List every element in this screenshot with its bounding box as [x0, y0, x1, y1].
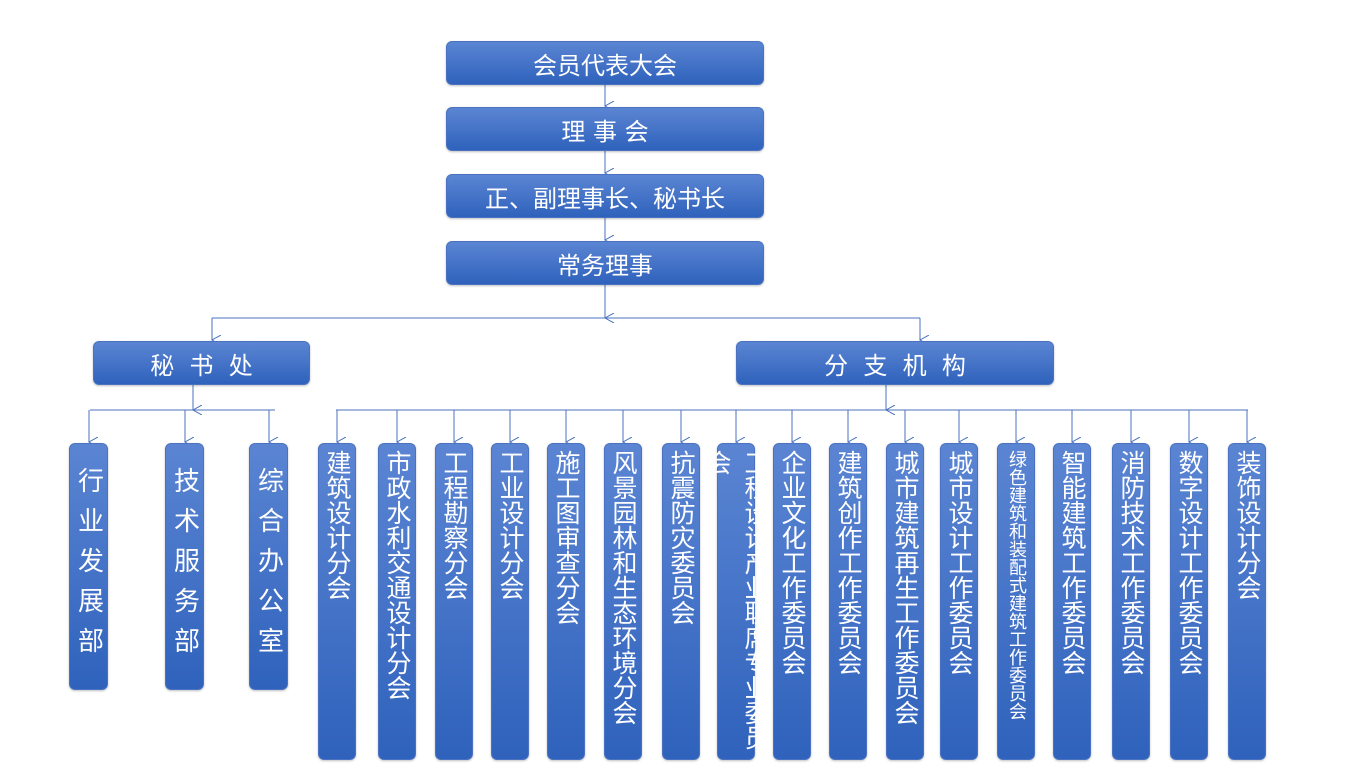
- branch-unit-box: 抗震防灾委员会: [662, 443, 700, 760]
- chairman-secretary-box: 正、副理事长、秘书长: [446, 174, 764, 218]
- branch-unit-box: 消防技术工作委员会: [1112, 443, 1150, 760]
- branch-unit-box: 城市建筑再生工作委员会: [886, 443, 924, 760]
- department-box: 综合办公室: [249, 443, 288, 690]
- branch-unit-box: 工程设计产业联席专业委员会: [703, 443, 770, 760]
- branches-box: 分 支 机 构: [736, 341, 1054, 385]
- branch-unit-box: 绿色建筑和装配式建筑工作委员会: [997, 443, 1035, 760]
- department-box: 行业发展部: [69, 443, 108, 690]
- branch-unit-box: 施工图审查分会: [547, 443, 585, 760]
- branch-unit-box: 风景园林和生态环境分会: [604, 443, 642, 760]
- branch-unit-box: 数字设计工作委员会: [1170, 443, 1208, 760]
- department-box: 技术服务部: [165, 443, 204, 690]
- branch-unit-box: 工业设计分会: [491, 443, 529, 760]
- branch-unit-box: 城市设计工作委员会: [940, 443, 978, 760]
- branch-unit-box: 装饰设计分会: [1228, 443, 1266, 760]
- council-box: 理 事 会: [446, 107, 764, 151]
- branch-unit-box: 企业文化工作委员会: [773, 443, 811, 760]
- branch-unit-box: 建筑设计分会: [318, 443, 356, 760]
- secretariat-box: 秘 书 处: [93, 341, 310, 385]
- branch-unit-box: 工程勘察分会: [435, 443, 473, 760]
- branch-unit-box: 智能建筑工作委员会: [1053, 443, 1091, 760]
- standing-council-box: 常务理事: [446, 241, 764, 285]
- general-assembly-box: 会员代表大会: [446, 41, 764, 85]
- branch-unit-box: 市政水利交通设计分会: [378, 443, 416, 760]
- branch-unit-box: 建筑创作工作委员会: [829, 443, 867, 760]
